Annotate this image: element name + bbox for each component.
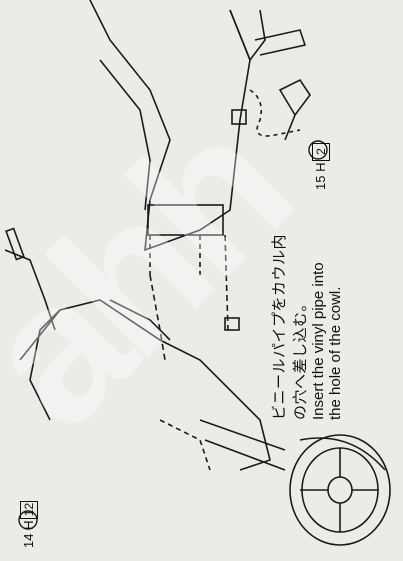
pipe-end bbox=[284, 114, 296, 141]
part-letter-right: H bbox=[313, 162, 328, 172]
dashed-alignment-3 bbox=[159, 419, 211, 471]
front-fender bbox=[299, 437, 386, 471]
lower-cowl-outline bbox=[19, 299, 271, 471]
cowl-inner-line bbox=[99, 59, 151, 211]
step-number-left: 14 bbox=[21, 533, 36, 548]
step-number-right: 15 bbox=[313, 175, 328, 190]
footpeg-assembly bbox=[254, 29, 307, 56]
cowl-outline bbox=[89, 0, 251, 252]
instruction-japanese-line-1: ビニールパイプをカウル内 bbox=[271, 233, 288, 420]
part-number-right: 2 bbox=[312, 142, 330, 161]
front-wheel-outer bbox=[289, 434, 391, 546]
front-fork bbox=[199, 419, 286, 471]
fairing-panel-line bbox=[109, 299, 171, 341]
step-circle-right bbox=[308, 140, 328, 160]
frame-part bbox=[229, 9, 266, 62]
dashed-alignment-1 bbox=[149, 274, 166, 361]
instruction-english-line-1: Insert the vinyl pipe into bbox=[310, 262, 327, 420]
front-wheel-hub bbox=[327, 476, 353, 504]
step-marker-left: 14 H12 bbox=[20, 500, 38, 548]
cowl-dashed-guides bbox=[149, 235, 201, 275]
step-circle-left bbox=[18, 510, 38, 530]
part-letter-left: H bbox=[21, 520, 36, 530]
mount-block bbox=[231, 109, 247, 125]
cowl-bracket bbox=[147, 204, 224, 236]
instruction-english-line-2: the hole of the cowl. bbox=[327, 286, 344, 420]
handlebar-grip bbox=[5, 227, 25, 261]
instruction-text-block: ビニールパイプをカウル内 の穴へ差し込む。 Insert the vinyl p… bbox=[268, 234, 344, 420]
front-fairing bbox=[29, 309, 61, 421]
instruction-japanese-line-2: の穴へ差し込む。 bbox=[292, 295, 309, 420]
cowl-hole-box bbox=[224, 317, 240, 331]
dashed-alignment-2 bbox=[224, 234, 229, 331]
handlebar-stem bbox=[4, 249, 56, 331]
clip-part bbox=[278, 78, 311, 117]
step-marker-right: 15 H2 bbox=[312, 142, 330, 190]
part-number-left: 12 bbox=[20, 500, 38, 519]
wheel-spokes bbox=[300, 448, 378, 532]
vinyl-pipe-path bbox=[249, 89, 301, 137]
